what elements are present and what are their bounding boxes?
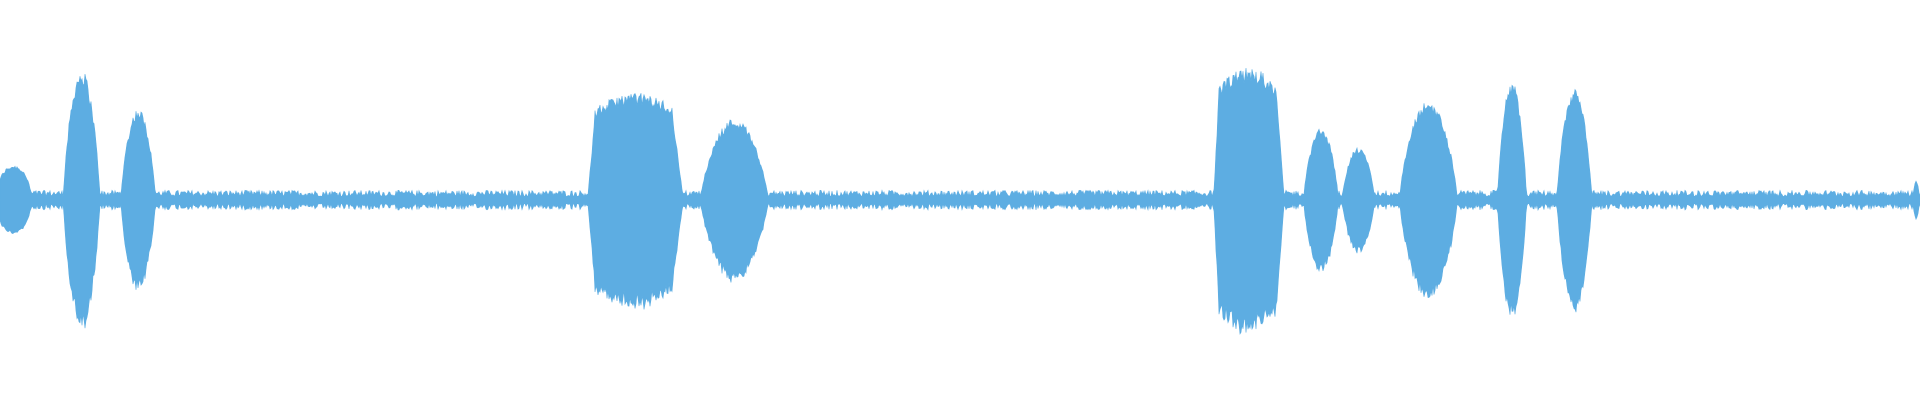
waveform-envelope <box>0 67 1920 335</box>
waveform-trace <box>0 67 1920 335</box>
